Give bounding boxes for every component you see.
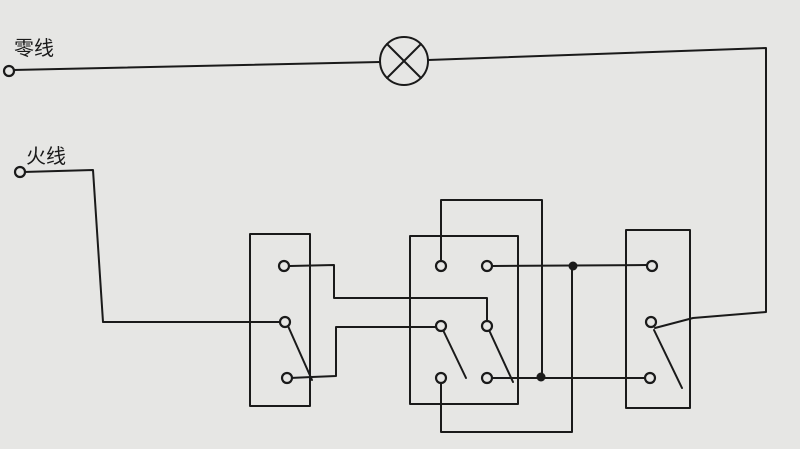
lamp-icon <box>379 36 429 86</box>
middle-switch-terminal <box>480 319 494 333</box>
neutral-terminal <box>2 64 16 78</box>
neutral-wire <box>12 61 381 71</box>
traveller-wire-lower <box>289 326 439 379</box>
live-terminal <box>13 165 27 179</box>
left-switch-terminal-top <box>277 259 291 273</box>
middle-switch-terminal <box>434 319 448 333</box>
right-switch-terminal-bottom <box>643 371 657 385</box>
right-switch-box <box>625 229 691 409</box>
middle-lever-left <box>442 329 467 379</box>
middle-switch-terminal <box>434 371 448 385</box>
left-switch-terminal-common <box>278 315 292 329</box>
right-switch-terminal-common <box>644 315 658 329</box>
middle-switch-box <box>409 235 519 405</box>
junction-dot <box>568 261 578 271</box>
right-switch-lever <box>653 329 683 389</box>
middle-switch-terminal <box>480 371 494 385</box>
right-switch-terminal-top <box>645 259 659 273</box>
left-switch-terminal-bottom <box>280 371 294 385</box>
left-switch-box <box>249 233 311 407</box>
junction-dots <box>536 261 578 382</box>
middle-upper-left-wire <box>440 199 543 379</box>
neutral-wire-label: 零线 <box>14 36 54 60</box>
live-wire-label: 火线 <box>26 144 66 168</box>
middle-switch-terminal <box>434 259 448 273</box>
traveller-wire-upper <box>289 264 488 324</box>
live-wire <box>22 169 281 323</box>
middle-lever-right <box>488 329 514 383</box>
middle-switch-terminal <box>480 259 494 273</box>
junction-dot <box>536 372 546 382</box>
left-switch-lever <box>287 325 313 381</box>
lamp-return-wire <box>427 47 767 329</box>
middle-lower-left-wire <box>440 265 573 433</box>
